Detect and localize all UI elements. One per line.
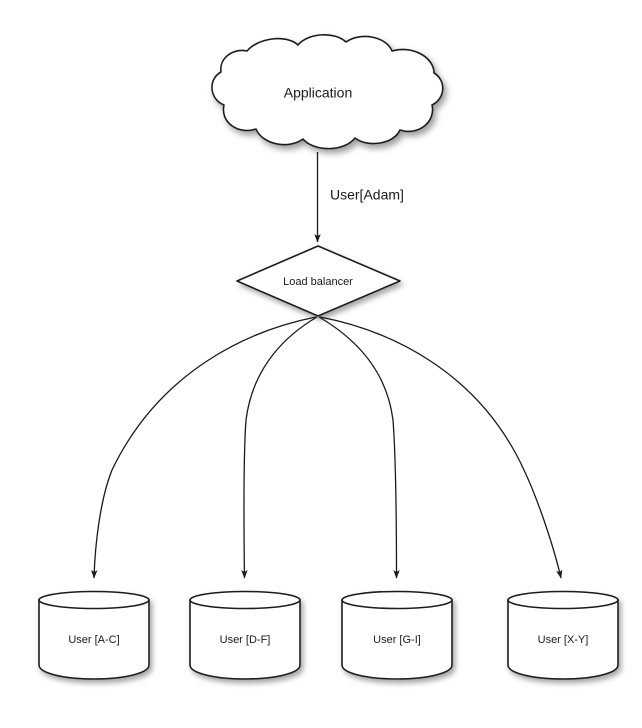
edges-balancer-to-databases (91, 316, 563, 579)
node-load-balancer[interactable]: Load balancer (236, 245, 401, 317)
edge-label-user-adam: User[Adam] (330, 187, 404, 203)
application-label: Application (284, 85, 353, 101)
edge-to-db-1 (91, 316, 317, 579)
node-database-3[interactable]: User [G-I] (341, 590, 453, 680)
load-balancer-label: Load balancer (283, 276, 353, 288)
edge-to-db-2 (241, 316, 318, 579)
edge-to-db-3 (318, 316, 400, 579)
node-database-2[interactable]: User [D-F] (189, 590, 301, 680)
database-2-label: User [D-F] (220, 634, 271, 646)
database-1-label: User [A-C] (68, 634, 119, 646)
node-application[interactable]: Application (211, 34, 444, 150)
edge-to-db-4 (319, 316, 563, 579)
database-3-label: User [G-I] (373, 634, 421, 646)
edge-app-to-balancer: User[Adam] (314, 152, 404, 243)
node-database-4[interactable]: User [X-Y] (507, 590, 619, 680)
node-database-1[interactable]: User [A-C] (38, 590, 150, 680)
database-4-label: User [X-Y] (538, 634, 589, 646)
